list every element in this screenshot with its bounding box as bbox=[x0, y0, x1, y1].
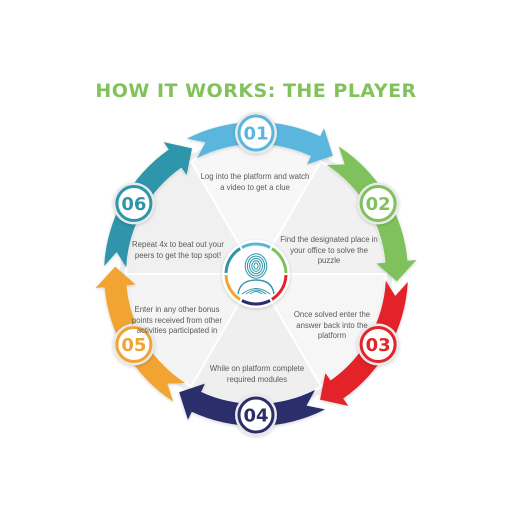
step-05-text: Enter in any other bonus points received… bbox=[131, 305, 223, 335]
person-fingerprint-icon bbox=[222, 240, 290, 308]
step-number: 06 bbox=[121, 194, 146, 215]
page-title: HOW IT WORKS: THE PLAYER bbox=[95, 80, 417, 102]
step-badge-05: 05 bbox=[112, 323, 155, 366]
step-badge-02: 02 bbox=[357, 182, 400, 225]
step-number: 01 bbox=[243, 124, 268, 145]
step-number: 02 bbox=[366, 194, 391, 215]
step-badge-04: 04 bbox=[235, 394, 277, 436]
step-badge-06: 06 bbox=[112, 182, 155, 225]
step-06-text: Repeat 4x to beat out your peers to get … bbox=[132, 240, 224, 260]
step-03-text: Once solved enter the answer back into t… bbox=[293, 310, 371, 340]
step-badge-03: 03 bbox=[357, 323, 400, 366]
step-number: 03 bbox=[366, 335, 391, 356]
step-04-text: While on platform complete required modu… bbox=[209, 364, 305, 384]
step-badge-01: 01 bbox=[235, 112, 277, 154]
step-02-text: Find the designated place in your office… bbox=[280, 235, 378, 265]
arrow-06 bbox=[104, 142, 192, 268]
step-01-text: Log into the platform and watch a video … bbox=[200, 172, 310, 192]
arrow-03 bbox=[320, 280, 408, 406]
step-number: 05 bbox=[121, 335, 146, 356]
step-number: 04 bbox=[243, 406, 268, 427]
